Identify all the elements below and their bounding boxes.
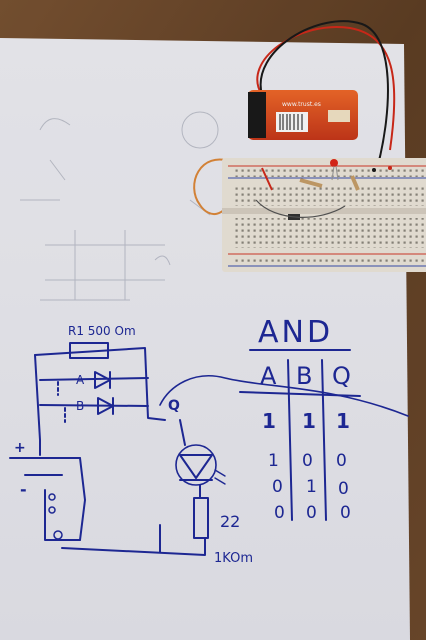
resistor-1k-symbol — [193, 497, 209, 539]
barcode-icon — [276, 112, 308, 132]
resistor-1k-label: 1KOm — [214, 551, 253, 566]
truth-cell: 0 — [340, 503, 351, 523]
battery-plus-sign: + — [14, 440, 26, 456]
resistor-r1-label: R1 500 Om — [68, 324, 136, 338]
battery-black-wire — [259, 20, 389, 166]
truth-cell: 1 — [268, 451, 279, 471]
truth-table: AND A B Q 1 1 1 1 0 0 0 1 0 0 0 0 — [239, 315, 361, 523]
truth-cell: 0 — [302, 451, 313, 471]
truth-header-a: A — [260, 362, 277, 390]
truth-cell: 0 — [274, 503, 285, 523]
input-a-label: A — [76, 373, 85, 387]
led-symbol-icon — [175, 444, 226, 486]
output-q-label: Q — [168, 398, 180, 414]
truth-header-b: B — [296, 362, 312, 390]
truth-cell: 1 — [262, 409, 276, 433]
battery-brand-text: www.trust.es — [282, 101, 321, 108]
truth-cell: 0 — [338, 479, 349, 499]
battery-red-wire — [256, 25, 396, 151]
diode-symbol-icon — [94, 371, 114, 415]
truth-cell: 1 — [302, 409, 316, 433]
battery-minus-sign: - — [20, 480, 27, 499]
truth-header-q: Q — [332, 362, 351, 390]
led-label: 22 — [220, 512, 240, 531]
truth-cell: 0 — [336, 451, 347, 471]
input-b-label: B — [76, 399, 84, 413]
truth-cell: 1 — [306, 477, 317, 497]
schematic-drawing — [9, 342, 409, 556]
breadboard-components — [255, 159, 392, 220]
battery-9v: www.trust.es — [248, 90, 358, 140]
resistor-r1-symbol — [69, 342, 109, 359]
truth-table-title: AND — [258, 315, 333, 350]
truth-cell: 0 — [272, 477, 283, 497]
pencil-sketch — [20, 111, 219, 301]
truth-cell: 1 — [336, 409, 350, 433]
output-ink-wire — [159, 375, 409, 417]
red-led-icon — [330, 159, 338, 167]
truth-cell: 0 — [306, 503, 317, 523]
